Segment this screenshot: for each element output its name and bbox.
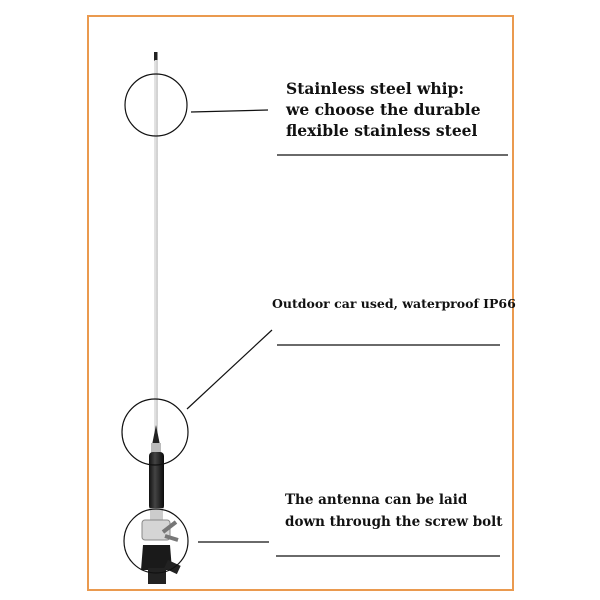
whip-caption: Stainless steel whip: we choose the dura…	[286, 79, 481, 140]
waterproof-leader-line	[186, 329, 273, 410]
screw-bolt	[141, 519, 179, 542]
whip-callout-circle	[124, 73, 188, 137]
whip-cap	[152, 425, 160, 445]
whip-tip	[154, 52, 158, 61]
bolt-callout-circle	[123, 508, 189, 574]
waterproof-caption: Outdoor car used, waterproof IP66	[272, 296, 516, 311]
bolt-collar	[150, 508, 163, 522]
orange-frame	[87, 15, 514, 591]
antenna-body	[149, 452, 164, 510]
spring-collar	[151, 443, 161, 453]
bolt-caption: The antenna can be laid down through the…	[285, 492, 503, 530]
stainless-whip	[154, 60, 158, 435]
mount-base	[141, 545, 181, 584]
waterproof-callout-circle	[121, 398, 189, 466]
whip-leader-line	[190, 109, 269, 113]
